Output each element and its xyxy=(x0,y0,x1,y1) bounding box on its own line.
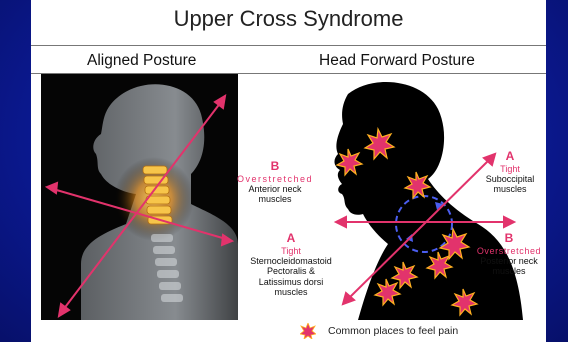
slide-title: Upper Cross Syndrome xyxy=(31,6,546,32)
label-b-posterior-muscle: Posterior neck muscles xyxy=(479,256,539,277)
pain-star-icon xyxy=(300,323,316,339)
label-a-sterno: A Tight Sternocleidomastoid Pectoralis &… xyxy=(241,232,341,298)
label-a-suboccipital-letter: A xyxy=(473,150,547,164)
aligned-posture-image xyxy=(41,74,238,320)
label-b-posterior: B Overstretched Posterior neck muscles xyxy=(472,232,546,277)
label-b-anterior-letter: B xyxy=(235,160,315,174)
label-a-suboccipital-muscle: Suboccipital muscles xyxy=(480,174,540,195)
label-b-anterior-muscle: Anterior neck muscles xyxy=(244,184,306,205)
title-divider xyxy=(31,45,546,46)
label-b-posterior-letter: B xyxy=(472,232,546,246)
column-heading-aligned: Aligned Posture xyxy=(87,52,196,70)
label-a-sterno-state: Tight xyxy=(241,246,341,256)
label-a-suboccipital-state: Tight xyxy=(473,164,547,174)
pain-legend: Common places to feel pain xyxy=(31,320,546,342)
pain-legend-text: Common places to feel pain xyxy=(328,325,458,337)
column-heading-forward: Head Forward Posture xyxy=(319,52,475,70)
label-a-sterno-muscle: Sternocleidomastoid Pectoralis & Latissi… xyxy=(246,256,336,297)
label-b-anterior: B Overstretched Anterior neck muscles xyxy=(235,160,315,205)
label-b-posterior-state: Overstretched xyxy=(472,246,546,256)
label-a-suboccipital: A Tight Suboccipital muscles xyxy=(473,150,547,195)
slide-panel: Upper Cross Syndrome Aligned Posture Hea… xyxy=(31,0,546,342)
label-b-anterior-state: Overstretched xyxy=(235,174,315,184)
label-a-sterno-letter: A xyxy=(241,232,341,246)
